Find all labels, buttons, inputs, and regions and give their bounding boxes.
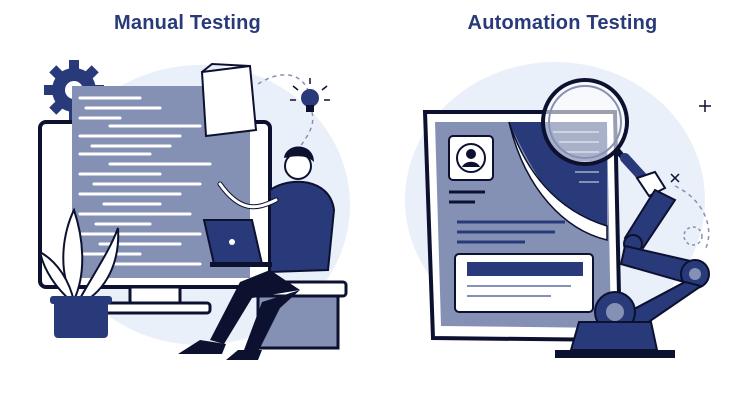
sparkle-icon bbox=[670, 100, 711, 183]
manual-testing-panel: Manual Testing bbox=[0, 12, 375, 370]
robot-arm-icon bbox=[555, 170, 710, 358]
profile-card-icon bbox=[448, 135, 494, 204]
plant-icon bbox=[38, 207, 120, 338]
laptop-icon bbox=[202, 219, 272, 267]
automation-testing-panel: Automation Testing bbox=[375, 0, 750, 400]
document-icon bbox=[200, 62, 258, 138]
lightbulb-icon bbox=[290, 78, 330, 112]
manual-testing-illustration bbox=[0, 50, 375, 370]
form-box bbox=[454, 253, 594, 313]
manual-testing-title: Manual Testing bbox=[114, 12, 261, 34]
person-illustration bbox=[178, 146, 336, 360]
magnifier-icon bbox=[541, 78, 650, 185]
automation-testing-title: Automation Testing bbox=[467, 12, 658, 34]
automation-testing-illustration bbox=[375, 50, 750, 370]
